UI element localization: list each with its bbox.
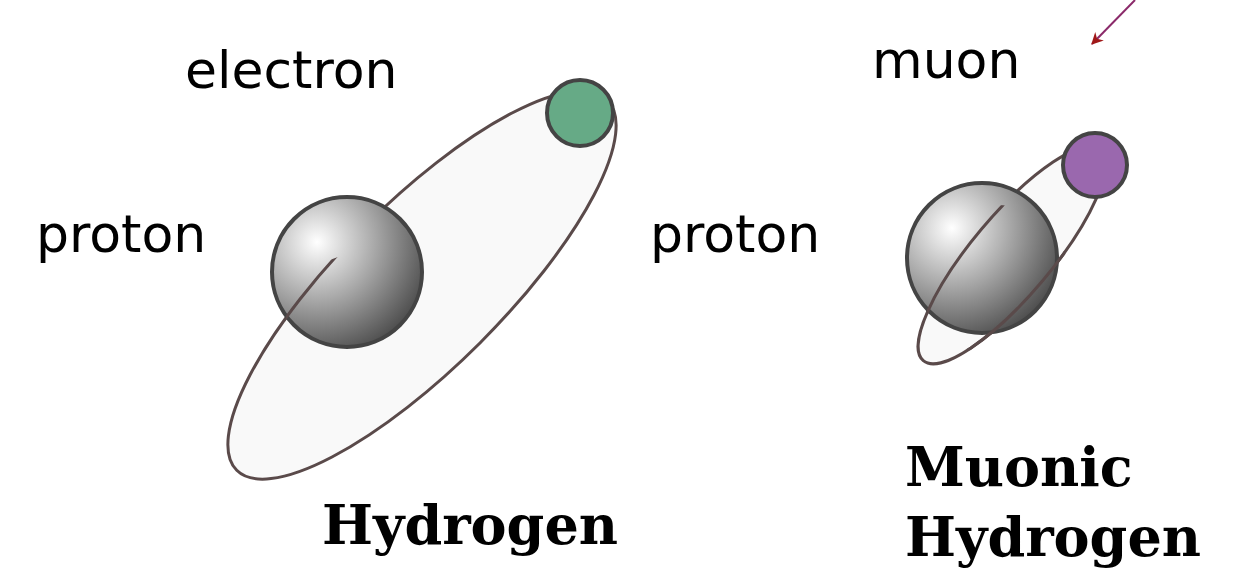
- particle-label: proton: [650, 206, 890, 263]
- particle-label: proton: [36, 206, 266, 263]
- particle-label: electron: [185, 42, 485, 99]
- muon-sphere: [1063, 133, 1127, 197]
- atom-caption: Hydrogen: [322, 490, 702, 560]
- electron-sphere: [547, 80, 613, 146]
- proton-sphere: [272, 197, 422, 347]
- muonic-hydrogen-atom: [893, 124, 1132, 387]
- orbit-front: [179, 42, 665, 528]
- particle-label: muon: [872, 32, 1072, 89]
- orbit-front: [893, 124, 1132, 387]
- muon-orbit: [893, 124, 1132, 387]
- atom-caption: Muonic Hydrogen: [905, 432, 1245, 572]
- pointer-arrow: [1092, 0, 1135, 44]
- hydrogen-atom: [179, 42, 665, 528]
- electron-orbit: [179, 42, 665, 528]
